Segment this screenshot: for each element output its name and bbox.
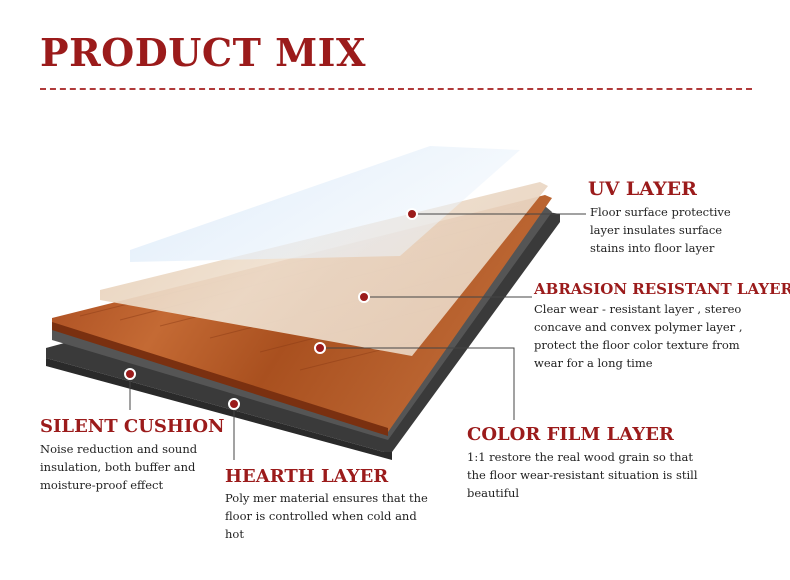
silent-cushion-marker <box>124 368 136 380</box>
color-film-layer-desc: 1:1 restore the real wood grain so that … <box>467 448 767 502</box>
abrasion-desc-line: concave and convex polymer layer , <box>534 320 743 334</box>
color-film-edge <box>52 322 388 436</box>
abrasion-desc-line: Clear wear - resistant layer , stereo <box>534 302 742 316</box>
abrasion-layer-shape <box>100 182 548 356</box>
uv-layer-title: UV LAYER <box>588 178 697 200</box>
abrasion-desc-line: protect the floor color texture from <box>534 338 740 352</box>
color-film-desc-line: beautiful <box>467 486 520 500</box>
hearth-desc-line: Poly mer material ensures that the <box>225 491 428 505</box>
color-film-layer-title: COLOR FILM LAYER <box>467 424 674 445</box>
title-divider <box>40 88 752 90</box>
silent-desc-line: Noise reduction and sound <box>40 442 198 456</box>
abrasion-layer-desc: Clear wear - resistant layer , stereo co… <box>534 300 774 372</box>
hearth-layer-desc: Poly mer material ensures that the floor… <box>225 489 455 543</box>
color-film-marker <box>314 342 326 354</box>
uv-layer-shape <box>130 146 520 262</box>
color-film-desc-line: 1:1 restore the real wood grain so that <box>467 450 694 464</box>
hearth-layer-title: HEARTH LAYER <box>225 466 389 487</box>
hearth-desc-line: hot <box>225 527 244 541</box>
page-title: PRODUCT MIX <box>40 30 366 75</box>
silent-desc-line: moisture-proof effect <box>40 478 164 492</box>
pointer-lines <box>129 213 586 460</box>
uv-desc-line: stains into floor layer <box>590 241 715 255</box>
silent-desc-line: insulation, both buffer and <box>40 460 196 474</box>
abrasion-marker <box>358 291 370 303</box>
color-film-desc-line: the floor wear-resistant situation is st… <box>467 468 698 482</box>
silent-cushion-desc: Noise reduction and sound insulation, bo… <box>40 440 240 494</box>
uv-layer-desc: Floor surface protective layer insulates… <box>590 203 780 257</box>
abrasion-desc-line: wear for a long time <box>534 356 653 370</box>
uv-desc-line: Floor surface protective <box>590 205 731 219</box>
hearth-layer-edge <box>46 358 392 460</box>
uv-marker <box>406 208 418 220</box>
abrasion-layer-title: ABRASION RESISTANT LAYER <box>534 280 790 298</box>
hearth-marker <box>228 398 240 410</box>
uv-desc-line: layer insulates surface <box>590 223 723 237</box>
marker-dots <box>124 208 418 410</box>
silent-cushion-title: SILENT CUSHION <box>40 416 225 437</box>
hearth-desc-line: floor is controlled when cold and <box>225 509 417 523</box>
